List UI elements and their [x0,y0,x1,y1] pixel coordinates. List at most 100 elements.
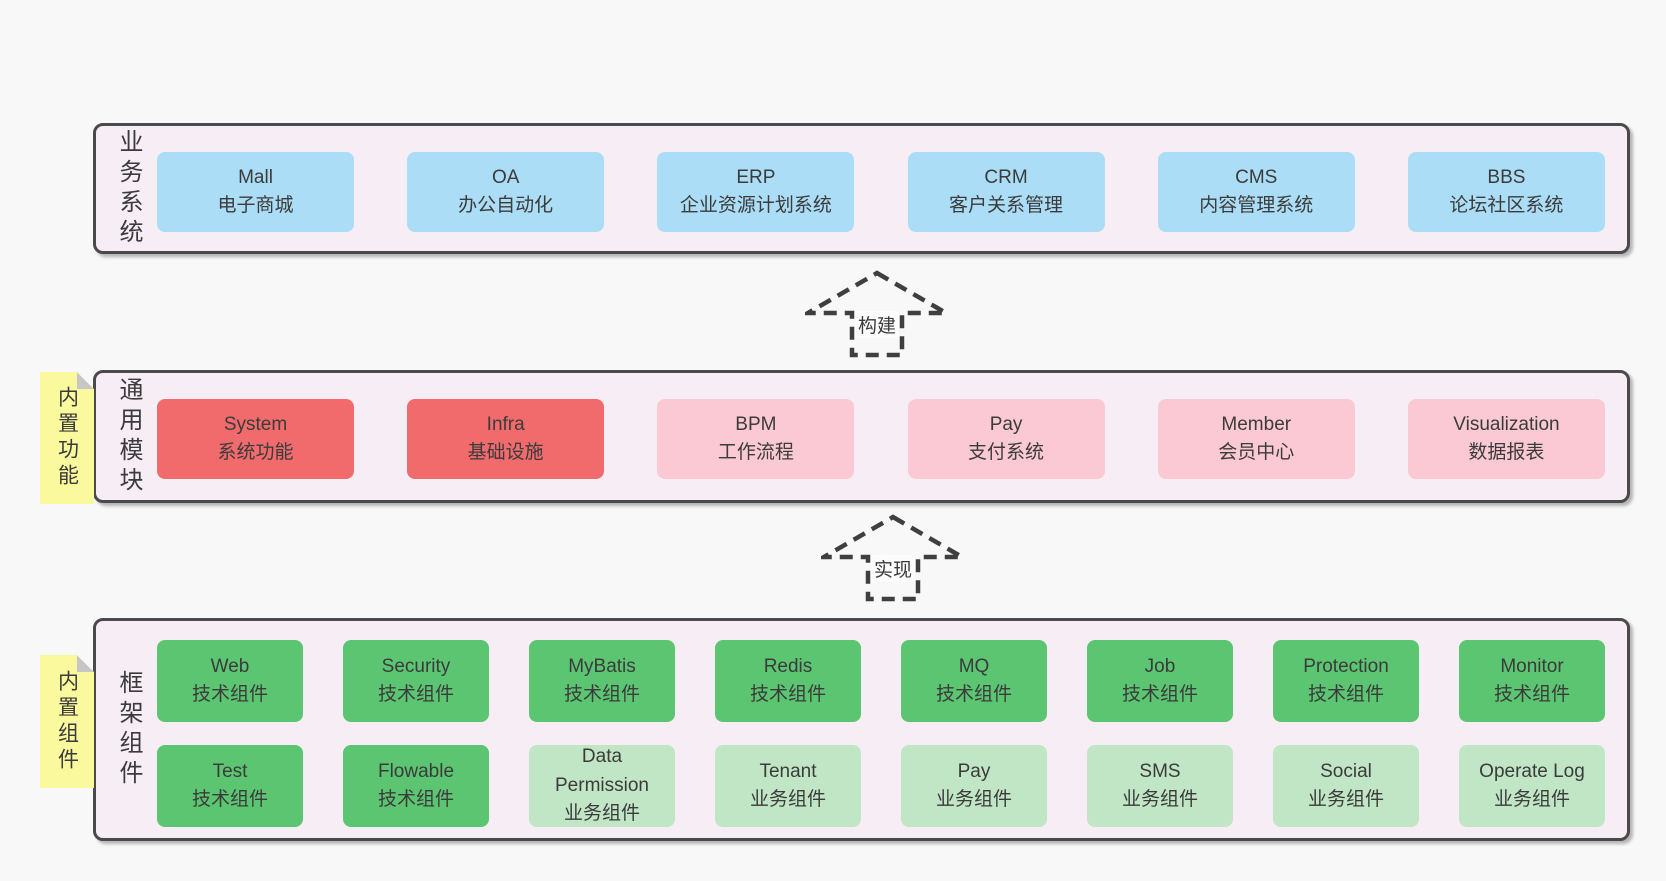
component-box-protection: Protection 技术组件 [1273,640,1419,722]
box-desc: 技术组件 [191,684,268,705]
component-box-redis: Redis 技术组件 [715,640,861,722]
box-name: Pay [989,413,1023,435]
box-name: Mall [238,166,273,188]
box-name: Protection [1303,655,1389,677]
component-box-job: Job 技术组件 [1087,640,1233,722]
business-systems-layer: 业务系统 Mall 电子商城 OA 办公自动化 ERP 企业资源计划系统 CRM… [93,123,1630,254]
framework-components-layer: 框架组件 Web 技术组件 Security 技术组件 MyBatis 技术组件… [93,618,1630,841]
component-box-row-1: Web 技术组件 Security 技术组件 MyBatis 技术组件 Redi… [157,640,1605,722]
box-name: SMS [1139,760,1181,782]
module-box-row: System 系统功能 Infra 基础设施 BPM 工作流程 Pay 支付系统… [157,399,1605,479]
dashed-up-arrow-icon [805,270,949,358]
business-box-erp: ERP 企业资源计划系统 [657,152,855,232]
box-desc: 企业资源计划系统 [679,195,832,216]
box-name: Test [212,760,248,782]
box-name: Pay [957,760,991,782]
builtin-functions-sticky-text: 内置功能 [55,386,79,490]
box-desc: 业务组件 [563,803,640,825]
module-box-member: Member 会员中心 [1157,399,1355,479]
component-layer-title-text: 框架组件 [115,669,142,790]
implement-arrow-label: 实现 [870,555,916,582]
dashed-up-arrow-icon [821,514,965,602]
box-name: Social [1320,760,1372,782]
build-arrow: 构建 [805,270,949,358]
box-desc: 电子商城 [217,195,294,216]
box-name: Member [1221,413,1292,435]
box-name: ERP [736,166,776,188]
box-desc: 技术组件 [749,684,826,705]
box-name: Web [210,655,250,677]
box-name: System [223,413,288,435]
box-desc: 内容管理系统 [1199,195,1314,216]
build-arrow-label: 构建 [854,311,900,338]
box-desc: 技术组件 [1121,684,1198,705]
business-box-oa: OA 办公自动化 [407,152,605,232]
component-box-monitor: Monitor 技术组件 [1459,640,1605,722]
box-name: OA [491,166,520,188]
box-name: Visualization [1453,413,1560,435]
component-box-row-2: Test 技术组件 Flowable 技术组件 Data Permission … [157,745,1605,827]
component-layer-title: 框架组件 [108,621,148,838]
box-name: Security [381,655,451,677]
component-box-security: Security 技术组件 [343,640,489,722]
component-box-data-permission: Data Permission 业务组件 [529,745,675,827]
box-desc: 技术组件 [377,789,454,810]
component-box-sms: SMS 业务组件 [1087,745,1233,827]
business-box-bbs: BBS 论坛社区系统 [1407,152,1605,232]
module-box-bpm: BPM 工作流程 [657,399,855,479]
box-name: Infra [486,413,525,435]
box-name: MQ [958,655,990,677]
box-name: Tenant [759,760,817,782]
business-box-mall: Mall 电子商城 [157,152,354,232]
business-layer-title: 业务系统 [108,126,148,251]
box-desc: 数据报表 [1468,442,1545,463]
builtin-components-sticky-text: 内置组件 [55,669,79,774]
common-modules-layer: 通用模块 System 系统功能 Infra 基础设施 BPM 工作流程 Pay… [93,370,1630,503]
box-desc: 办公自动化 [458,195,554,216]
box-desc: 支付系统 [968,442,1045,463]
box-desc: 业务组件 [1307,789,1384,810]
box-desc: 技术组件 [1493,684,1570,705]
box-name: CMS [1235,166,1278,188]
box-name: Redis [763,655,813,677]
component-box-tenant: Tenant 业务组件 [715,745,861,827]
box-name: BPM [735,413,777,435]
module-box-infra: Infra 基础设施 [407,399,605,479]
box-name: MyBatis [568,655,636,677]
box-name: CRM [984,166,1028,188]
business-box-crm: CRM 客户关系管理 [907,152,1105,232]
box-desc: 业务组件 [1493,789,1570,810]
builtin-functions-sticky-note: 内置功能 [40,372,94,504]
box-desc: 业务组件 [935,789,1012,810]
box-desc: 技术组件 [563,684,640,705]
box-desc: 技术组件 [191,789,268,810]
business-box-cms: CMS 内容管理系统 [1157,152,1355,232]
component-box-mq: MQ 技术组件 [901,640,1047,722]
module-box-pay: Pay 支付系统 [907,399,1105,479]
business-layer-title-text: 业务系统 [115,128,142,249]
box-desc: 技术组件 [1307,684,1384,705]
component-box-test: Test 技术组件 [157,745,303,827]
box-name: Operate Log [1479,760,1585,782]
component-box-web: Web 技术组件 [157,640,303,722]
box-desc: 客户关系管理 [949,195,1064,216]
module-layer-title-text: 通用模块 [115,376,142,497]
box-desc: 业务组件 [1121,789,1198,810]
box-desc: 工作流程 [717,442,794,463]
component-box-social: Social 业务组件 [1273,745,1419,827]
box-name: BBS [1487,166,1526,188]
box-desc: 系统功能 [217,442,294,463]
box-desc: 基础设施 [467,442,544,463]
implement-arrow: 实现 [821,514,965,602]
module-box-visualization: Visualization 数据报表 [1407,399,1605,479]
box-desc: 会员中心 [1218,442,1295,463]
box-desc: 业务组件 [749,789,826,810]
box-name: Monitor [1500,655,1564,677]
box-desc: 技术组件 [935,684,1012,705]
box-desc: 论坛社区系统 [1449,195,1564,216]
module-layer-title: 通用模块 [108,373,148,500]
builtin-components-sticky-note: 内置组件 [40,655,94,788]
box-desc: 技术组件 [377,684,454,705]
business-box-row: Mall 电子商城 OA 办公自动化 ERP 企业资源计划系统 CRM 客户关系… [157,152,1605,232]
